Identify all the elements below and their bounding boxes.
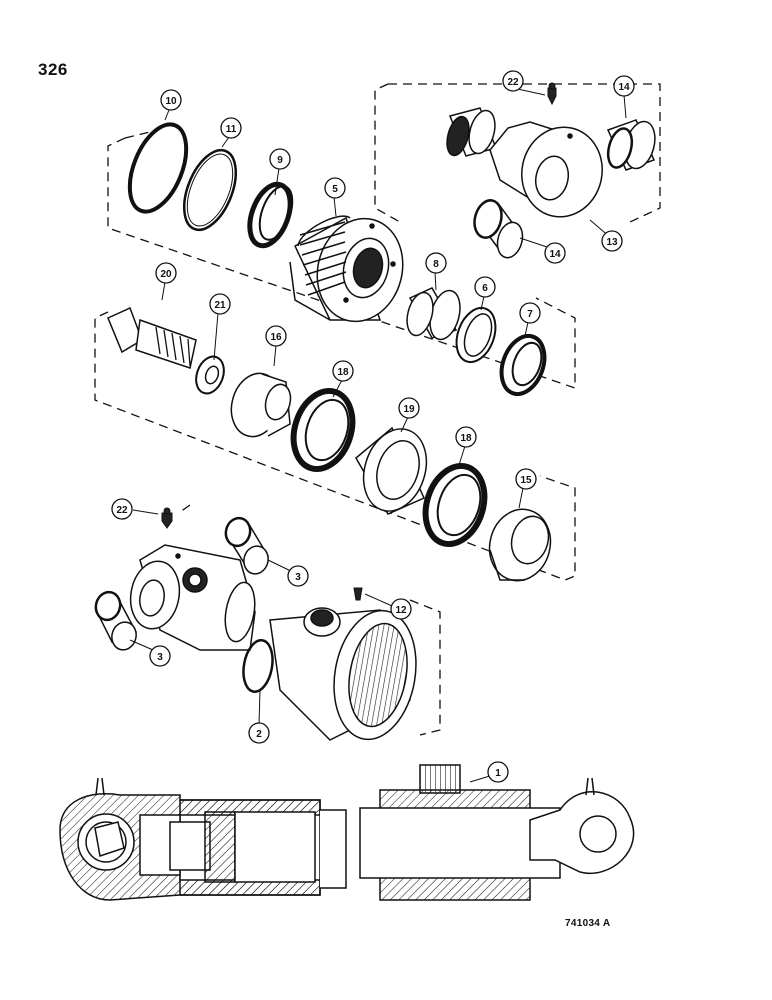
callouts: 1 2 3 3 5 6 7 8 9 10 11 12 13 14 14 15 1… xyxy=(111,70,635,783)
piston xyxy=(355,426,428,515)
base-bushing-lower xyxy=(94,590,138,651)
callout-14a: 14 xyxy=(613,75,635,97)
backup-ring xyxy=(247,181,294,249)
svg-text:3: 3 xyxy=(295,572,301,583)
callout-22b: 22 xyxy=(111,498,133,520)
callout-13: 13 xyxy=(601,230,623,252)
svg-text:10: 10 xyxy=(165,96,177,107)
snap-ring xyxy=(127,122,189,214)
o-ring xyxy=(182,148,238,232)
callout-14b: 14 xyxy=(544,242,566,264)
group-outline-rod-eye xyxy=(374,83,661,223)
grease-fitting-top xyxy=(547,82,557,106)
callout-3a: 3 xyxy=(287,565,309,587)
svg-text:22: 22 xyxy=(116,505,128,516)
callout-12: 12 xyxy=(390,598,412,620)
svg-text:20: 20 xyxy=(160,269,172,280)
callout-16: 16 xyxy=(265,325,287,347)
piston-seal-b xyxy=(422,462,488,548)
svg-text:18: 18 xyxy=(337,367,349,378)
callout-18b: 18 xyxy=(455,426,477,448)
grease-fitting-bottom xyxy=(161,507,173,529)
callout-11: 11 xyxy=(220,117,242,139)
svg-text:13: 13 xyxy=(606,237,618,248)
callout-7: 7 xyxy=(519,302,541,324)
svg-text:15: 15 xyxy=(520,475,532,486)
wiper-ring xyxy=(455,306,497,364)
piston-spacer xyxy=(230,372,292,438)
callout-10: 10 xyxy=(160,89,182,111)
svg-text:22: 22 xyxy=(507,77,519,88)
callout-18a: 18 xyxy=(332,360,354,382)
washer xyxy=(195,355,225,395)
rod-eye xyxy=(489,121,603,218)
svg-text:12: 12 xyxy=(395,605,407,616)
svg-text:16: 16 xyxy=(270,332,282,343)
gland xyxy=(289,215,404,323)
drawing-code: 741034 A xyxy=(565,918,611,929)
callout-1: 1 xyxy=(487,761,509,783)
svg-text:19: 19 xyxy=(403,404,415,415)
group-outline-piston xyxy=(94,311,576,581)
svg-text:14: 14 xyxy=(549,249,561,260)
bushing xyxy=(406,287,461,341)
piston-seal-a xyxy=(290,387,356,473)
svg-text:7: 7 xyxy=(527,309,533,320)
svg-text:5: 5 xyxy=(332,184,338,195)
set-screw xyxy=(353,587,363,601)
assembled-cross-section xyxy=(59,764,635,901)
svg-text:6: 6 xyxy=(482,283,488,294)
group-outline-barrel xyxy=(179,504,441,736)
svg-text:3: 3 xyxy=(157,652,163,663)
piston-cup xyxy=(488,508,552,582)
svg-text:14: 14 xyxy=(618,82,630,93)
callout-8: 8 xyxy=(425,252,447,274)
eye-bushing-top xyxy=(606,119,656,171)
callout-15: 15 xyxy=(515,468,537,490)
eye-bushing-bottom xyxy=(473,199,524,259)
svg-text:8: 8 xyxy=(433,259,439,270)
callout-22a: 22 xyxy=(502,70,524,92)
callout-5: 5 xyxy=(324,177,346,199)
piston-bolt xyxy=(107,306,197,369)
callout-3b: 3 xyxy=(149,645,171,667)
svg-text:1: 1 xyxy=(495,768,501,779)
cylinder-tube xyxy=(129,544,417,741)
svg-text:2: 2 xyxy=(256,729,262,740)
callout-9: 9 xyxy=(269,148,291,170)
callout-2: 2 xyxy=(248,722,270,744)
callout-20: 20 xyxy=(155,262,177,284)
svg-text:21: 21 xyxy=(214,300,226,311)
base-bushing-upper xyxy=(224,516,270,575)
page-number: 326 xyxy=(38,60,68,79)
callout-21: 21 xyxy=(209,293,231,315)
svg-text:9: 9 xyxy=(277,155,283,166)
callout-6: 6 xyxy=(474,276,496,298)
eye-bushing-half xyxy=(446,107,498,157)
wiper-seal xyxy=(499,333,547,397)
svg-text:11: 11 xyxy=(226,124,237,135)
svg-text:18: 18 xyxy=(460,433,472,444)
callout-19: 19 xyxy=(398,397,420,419)
